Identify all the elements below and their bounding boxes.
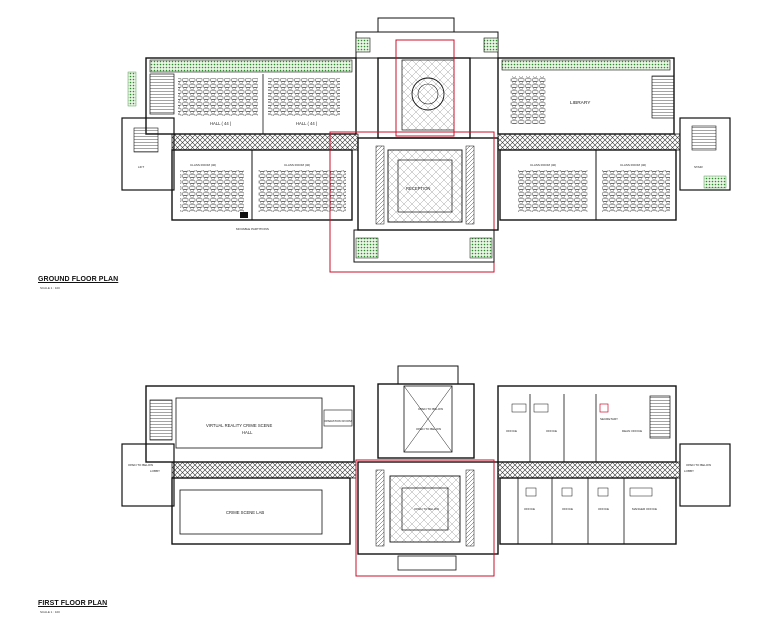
- room-label-secretary: SECRETARY: [600, 417, 618, 421]
- room-label-office: OFFICE: [506, 429, 517, 433]
- tree-planting: [127, 71, 137, 107]
- room-label-classroom: CLASS ROOM (40): [530, 163, 556, 167]
- tree-planting: [703, 175, 727, 189]
- corridor-right: [497, 461, 681, 479]
- stair: [149, 73, 175, 115]
- room-label-open-to-below-right: OPEN TO BELOW: [686, 463, 711, 467]
- room-label-crime-lab: CRIME SCENE LAB: [226, 510, 264, 515]
- room-label-operation-room: OPERATION ROOM: [324, 419, 352, 423]
- library-shelves: [510, 76, 546, 124]
- ground-floor-plan-title: GROUND FLOOR PLAN: [38, 276, 119, 283]
- room-label-open-void: OPEN TO BELOW: [418, 407, 443, 411]
- room-label-lobby-right: LOBBY: [684, 469, 694, 473]
- crime-lab-block: [171, 477, 351, 545]
- landscape-strip: [501, 59, 671, 71]
- room-label-vr-hall-2: HALL: [242, 430, 253, 435]
- room-label-open-to-below-left: OPEN TO BELOW: [128, 463, 153, 467]
- planter: [355, 37, 371, 53]
- room-label-reception: RECEPTION: [406, 186, 430, 191]
- ground-floor-scale: SCALE 1 : 100: [40, 286, 60, 290]
- office-block: [497, 385, 677, 463]
- landscape-strip: [149, 59, 353, 73]
- first-floor-scale: SCALE 1 : 100: [40, 610, 60, 614]
- room-label-classroom: CLASS ROOM (40): [284, 163, 310, 167]
- room-label-open-void: OPEN TO BELOW: [414, 507, 439, 511]
- room-label-classroom: CLASS ROOM (40): [190, 163, 216, 167]
- stair: [651, 75, 675, 119]
- first-floor-plan-title: FIRST FLOOR PLAN: [38, 600, 108, 607]
- room-label-manager-office: MANGER OFFICE: [632, 507, 657, 511]
- reception-floor-pattern: [401, 59, 455, 131]
- room-label-hall-left: HALL ( 44 ): [210, 121, 232, 126]
- hall-seating: [178, 78, 258, 116]
- room-label-office: OFFICE: [524, 507, 535, 511]
- note-movable-partitions: MOVABLE PARTITIONS: [236, 227, 269, 231]
- left-end-wing: [121, 117, 175, 191]
- room-label-dean-office: DEAN OFFICE: [622, 429, 642, 433]
- room-label-office: OFFICE: [562, 507, 573, 511]
- room-label-office: OFFICE: [546, 429, 557, 433]
- room-label-lobby-left: LOBBY: [150, 469, 160, 473]
- room-label-vr-hall: VIRTUAL REALITY CRIME SCENE: [206, 423, 272, 428]
- corridor-right: [497, 133, 681, 151]
- highlight-frame: [395, 39, 455, 137]
- first-floor-plan: VIRTUAL REALITY CRIME SCENE HALL CRIME S…: [121, 365, 731, 577]
- room-label-hall-right: HALL ( 44 ): [296, 121, 318, 126]
- right-end-wing: [679, 443, 731, 507]
- left-classrooms: [171, 149, 353, 221]
- room-label-library: LIBRARY: [570, 100, 591, 106]
- right-classrooms: [499, 149, 677, 221]
- ground-floor-plan: HALL ( 44 ) HALL ( 44 ) LIBRARY CLASS RO…: [121, 17, 731, 273]
- room-label-classroom: CLASS ROOM (40): [620, 163, 646, 167]
- room-label-office: OFFICE: [598, 507, 609, 511]
- highlight-frame: [355, 459, 495, 577]
- planter: [355, 237, 379, 259]
- hall-seating: [268, 78, 340, 116]
- room-label-open-void: OPEN TO BELOW: [416, 427, 441, 431]
- room-label-lift: LIFT: [138, 165, 144, 169]
- planter: [469, 237, 493, 259]
- left-end-wing: [121, 443, 175, 507]
- right-end-wing: [679, 117, 731, 191]
- highlight-frame: [329, 131, 495, 273]
- room-label-stair: STAIR: [694, 165, 703, 169]
- planter: [483, 37, 499, 53]
- corridor-left: [171, 461, 357, 479]
- central-entrance-canopy: [377, 17, 455, 33]
